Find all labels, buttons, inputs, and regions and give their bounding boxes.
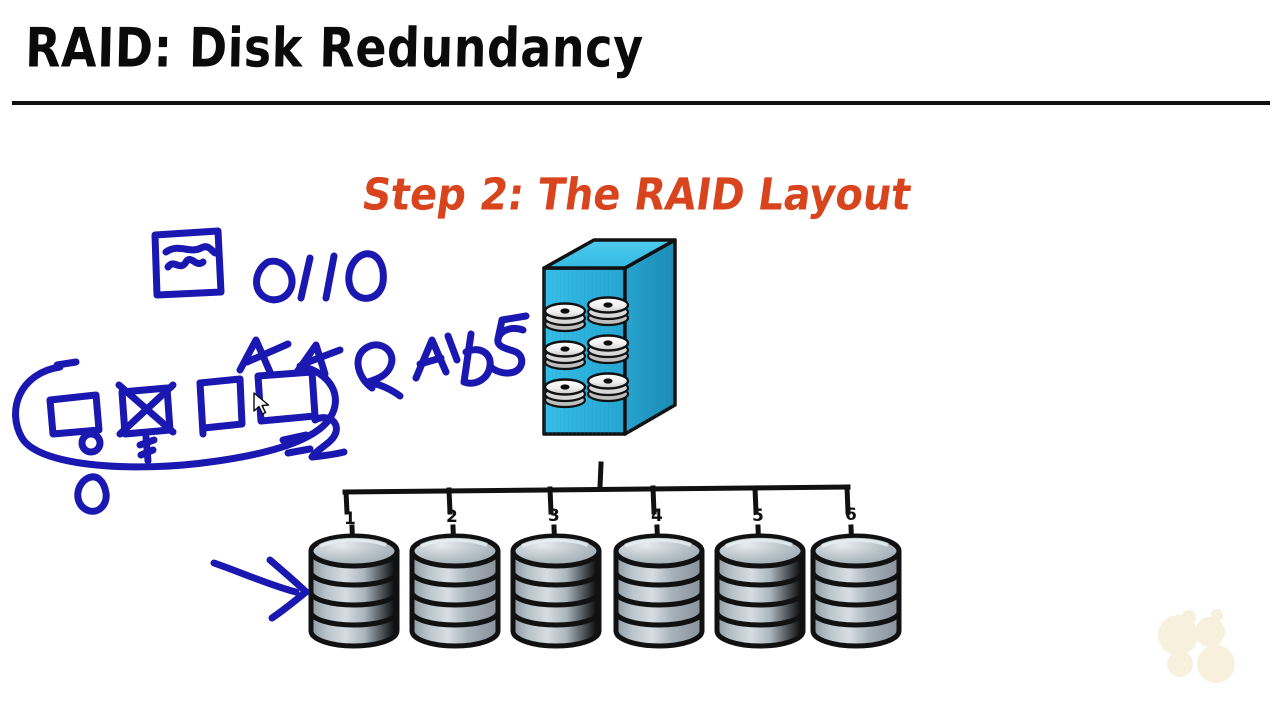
ink-encircle-oval bbox=[12, 358, 339, 471]
disk-cylinder bbox=[613, 533, 705, 649]
ink-arrow-to-disk bbox=[210, 556, 310, 622]
disk-cylinder bbox=[714, 533, 806, 649]
disk-bay bbox=[586, 372, 630, 403]
disk-cylinder bbox=[510, 533, 602, 649]
disk-number: 6 bbox=[845, 505, 857, 525]
mouse-cursor bbox=[253, 392, 270, 415]
tower-disk-bays bbox=[543, 296, 630, 409]
page-title: RAID: Disk Redundancy bbox=[24, 16, 645, 80]
disk-number: 5 bbox=[752, 506, 764, 526]
ink-zero-label bbox=[74, 473, 110, 515]
tower-side-face bbox=[623, 238, 677, 436]
array-connector-bus bbox=[342, 461, 855, 554]
watermark-logo bbox=[1158, 609, 1235, 683]
step-heading: Step 2: The RAID Layout bbox=[358, 170, 915, 221]
disk-bay bbox=[543, 340, 587, 371]
disk-bay bbox=[586, 296, 630, 327]
ink-box-2 bbox=[115, 381, 177, 465]
disk-cylinder bbox=[810, 533, 902, 649]
disk-cylinder bbox=[308, 533, 400, 649]
ink-binary-0110 bbox=[253, 250, 387, 304]
tower-front-face bbox=[542, 266, 627, 436]
disk-bay bbox=[543, 378, 587, 409]
ink-box-1 bbox=[46, 391, 104, 456]
ink-equals-two bbox=[279, 414, 348, 461]
disk-number-labels: 1 2 3 4 5 6 bbox=[344, 505, 857, 529]
disk-bay bbox=[586, 334, 630, 365]
disk-number: 2 bbox=[446, 507, 458, 527]
ink-raid5-label bbox=[354, 312, 530, 400]
disk-number: 3 bbox=[548, 506, 560, 526]
disk-number: 4 bbox=[651, 506, 663, 526]
disk-bay bbox=[543, 302, 587, 333]
disk-number: 1 bbox=[344, 509, 356, 529]
disk-cylinder bbox=[409, 533, 501, 649]
ink-document-icon bbox=[151, 227, 225, 299]
tower-top-face bbox=[542, 238, 677, 270]
title-divider bbox=[12, 101, 1270, 105]
ink-box-3 bbox=[196, 375, 246, 438]
